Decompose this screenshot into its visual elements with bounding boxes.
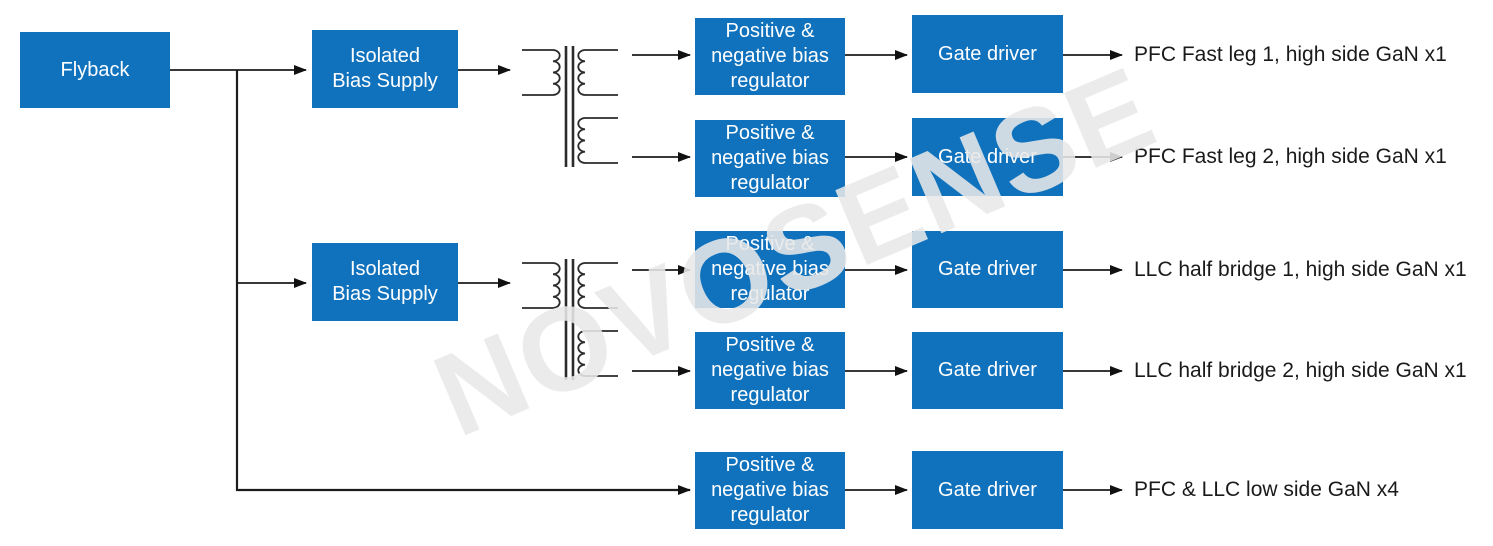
flyback-block: Flyback [20,32,170,108]
bias-regulator-label-line1: Positive & [725,334,815,356]
transformer-2-icon [522,259,618,380]
transformer-1-primary-coil [522,49,561,96]
bias-regulator-label-line3: regulator [730,504,810,526]
output-label-low-side: PFC & LLC low side GaN x4 [1134,478,1399,501]
transformer-1-secondary-coil-2 [577,117,618,164]
bias-regulator-label-line3: regulator [730,172,810,194]
bias-regulator-label-line1: Positive & [725,233,815,255]
transformer-1-icon [522,46,618,167]
bias-regulator-label-line2: negative bias [711,147,829,169]
bias-regulator-label-line2: negative bias [711,45,829,67]
gate-driver-block-4: Gate driver [912,332,1063,409]
isolated-bias-supply-block-2: Isolated Bias Supply [312,243,458,321]
bias-regulator-label-line1: Positive & [725,20,815,42]
isolated-bias-supply-label-line1: Isolated [349,258,421,280]
bias-regulator-label-line1: Positive & [725,454,815,476]
gate-driver-block-2: Gate driver [912,118,1063,196]
flyback-label: Flyback [60,58,130,81]
isolated-bias-supply-block-1: Isolated Bias Supply [312,30,458,108]
gate-driver-label: Gate driver [938,145,1037,168]
gate-driver-block-5: Gate driver [912,451,1063,529]
bias-regulator-label-line3: regulator [730,384,810,406]
gate-driver-label: Gate driver [938,478,1037,501]
bias-regulator-block-4: Positive & negative bias regulator [695,332,845,409]
trunk-connector [235,70,691,495]
output-label-pfc-fast-leg-1: PFC Fast leg 1, high side GaN x1 [1134,43,1447,66]
transformer-2-secondary-coil-2 [577,330,618,377]
isolated-bias-supply-label-line1: Isolated [349,45,421,67]
output-label-llc-half-bridge-1: LLC half bridge 1, high side GaN x1 [1134,258,1467,281]
bias-regulator-label-line1: Positive & [725,122,815,144]
output-label-pfc-fast-leg-2: PFC Fast leg 2, high side GaN x1 [1134,145,1447,168]
isolated-bias-supply-label-line2: Bias Supply [332,70,438,92]
bias-regulator-block-1: Positive & negative bias regulator [695,18,845,95]
bias-regulator-label-line3: regulator [730,70,810,92]
isolated-bias-supply-label-line2: Bias Supply [332,283,438,305]
transformer-2-secondary-coil-1 [577,262,618,309]
bias-regulator-block-2: Positive & negative bias regulator [695,120,845,197]
gate-driver-label: Gate driver [938,258,1037,280]
bias-regulator-label-line2: negative bias [711,359,829,381]
bias-regulator-block-5: Positive & negative bias regulator [695,452,845,529]
bias-regulator-label-line2: negative bias [711,258,829,280]
gate-driver-block-1: Gate driver [912,15,1063,93]
arrow-connectors [170,50,1123,495]
transformer-1-secondary-coil-1 [577,49,618,96]
output-label-llc-half-bridge-2: LLC half bridge 2, high side GaN x1 [1134,359,1467,382]
gate-driver-block-3: Gate driver [912,231,1063,308]
bias-regulator-label-line2: negative bias [711,479,829,501]
bias-regulator-block-3: Positive & negative bias regulator [695,231,845,308]
gate-driver-label: Gate driver [938,359,1037,381]
bias-regulator-label-line3: regulator [730,283,810,305]
gate-driver-label: Gate driver [938,42,1037,65]
transformer-2-primary-coil [522,262,561,309]
